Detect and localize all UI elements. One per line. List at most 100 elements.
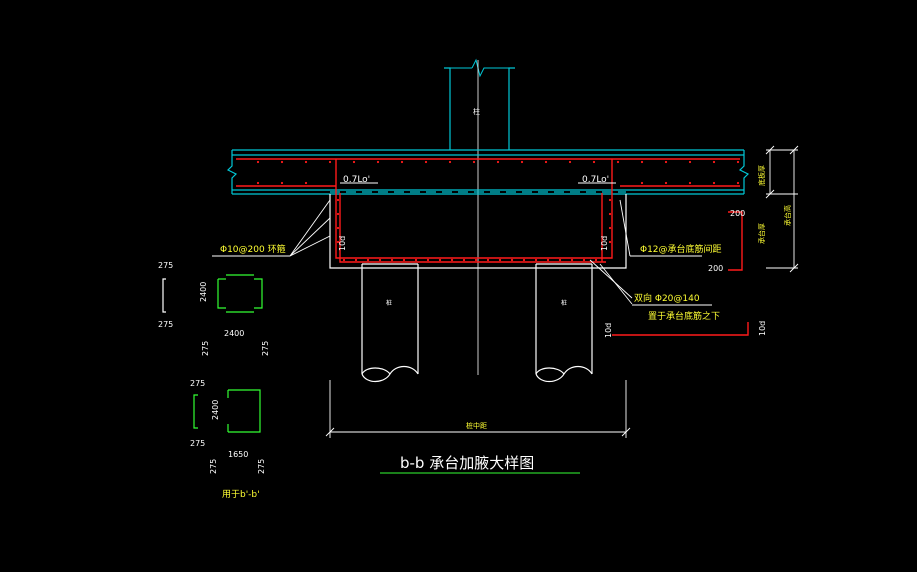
rebar-dot (496, 160, 500, 164)
rebar-dot (544, 160, 548, 164)
rebar-dot (426, 258, 430, 262)
rebar-dot (664, 181, 668, 185)
rebar-dot (594, 258, 598, 262)
rebar-dot (336, 226, 340, 230)
haunch-stirrup-label: Φ10@200 环箍 (220, 243, 286, 255)
rect-side-bottom-label: 275 (190, 439, 205, 448)
rebar-bottom-a-label: 双向 Φ20@140 (634, 292, 700, 304)
rebar-dot (462, 258, 466, 262)
rect-corner-left-label: 275 (209, 459, 218, 474)
ten-d-left-label: 10d (338, 236, 347, 251)
rebar-dot (336, 240, 340, 244)
rebar-dot (402, 258, 406, 262)
anchor-left-label: 0.7Lo' (343, 175, 370, 185)
rebar-dot (712, 160, 716, 164)
rebar-dot (376, 160, 380, 164)
rebar-dot (640, 181, 644, 185)
rebar-dot (608, 240, 612, 244)
sq-height-label: 2400 (199, 282, 208, 302)
rebar-dot (592, 160, 596, 164)
rebar-dot (736, 160, 740, 164)
rebar-dot (608, 212, 612, 216)
side-dim-3-label: 承台高 (783, 205, 792, 226)
ten-d-right-label: 10d (600, 236, 609, 251)
rect-width-label: 1650 (228, 450, 248, 459)
leader-lines (212, 182, 712, 306)
sq-side-bottom-label: 275 (158, 320, 173, 329)
rebar-dot (474, 258, 478, 262)
rebar-dot (582, 258, 586, 262)
sq-width-label: 2400 (224, 329, 244, 338)
rebar-dot (280, 160, 284, 164)
anchor-right-label: 0.7Lo' (582, 175, 609, 185)
rebar-dot (688, 181, 692, 185)
rebar-dot (390, 258, 394, 262)
column-mark-label: 柱 (473, 107, 480, 116)
rebar-dot (546, 258, 550, 262)
pile-left (361, 263, 419, 383)
rebar-dot (608, 226, 612, 230)
ten-d-tail2-label: 10d (758, 321, 767, 336)
rebar-dot (336, 212, 340, 216)
rebar-group (236, 158, 749, 336)
rebar-dot (558, 258, 562, 262)
rebar-dot (736, 181, 740, 185)
pile-left-label: 桩 (386, 299, 392, 307)
rebar-dot (498, 258, 502, 262)
sq-corner-right-label: 275 (261, 341, 270, 356)
rebar-bottom-b-label: 置于承台底筋之下 (648, 310, 720, 322)
slab (226, 149, 750, 195)
rebar-dot (520, 160, 524, 164)
sq-side-top-label: 275 (158, 261, 173, 270)
ten-d-tail1-label: 10d (604, 323, 613, 338)
rebar-dot (688, 160, 692, 164)
text-labels: 柱 0.7Lo' 0.7Lo' 10d 10d Φ10@200 环箍 Φ12@承… (158, 107, 792, 500)
rebar-dot (534, 258, 538, 262)
rebar-dot (522, 258, 526, 262)
rebar-dot (354, 258, 358, 262)
pile-cap (329, 194, 627, 269)
rebar-dot (472, 160, 476, 164)
pile-right (535, 263, 593, 383)
rebar-dot (640, 160, 644, 164)
rebar-dot (342, 258, 346, 262)
rebar-dot (256, 160, 260, 164)
drawing-title: b-b 承台加腋大样图 (400, 454, 534, 472)
rect-side-top-label: 275 (190, 379, 205, 388)
rebar-dot (336, 198, 340, 202)
rebar-dot (400, 160, 404, 164)
rebar-dot (712, 181, 716, 185)
stirrup-rect (193, 389, 261, 433)
rect-corner-right-label: 275 (257, 459, 266, 474)
side-dim-1-label: 底板厚 (757, 165, 766, 186)
rebar-dots (256, 160, 740, 262)
rebar-dot (510, 258, 514, 262)
pile-span-label: 桩中距 (466, 421, 487, 430)
rebar-dot (570, 258, 574, 262)
rebar-dot (328, 160, 332, 164)
rebar-dot (304, 181, 308, 185)
rebar-dot (378, 258, 382, 262)
usage-note-label: 用于b'-b' (222, 489, 260, 500)
rebar-dot (424, 160, 428, 164)
hook-top-label: 200 (730, 209, 745, 218)
rebar-dot (304, 160, 308, 164)
column (444, 58, 515, 375)
side-dim-2-label: 承台厚 (757, 223, 766, 244)
rebar-right-label: Φ12@承台底筋间距 (640, 243, 722, 255)
rect-height-label: 2400 (211, 400, 220, 420)
rebar-dot (366, 258, 370, 262)
pile-right-label: 桩 (561, 299, 567, 307)
hook-bottom-label: 200 (708, 264, 723, 273)
rebar-dot (664, 160, 668, 164)
rebar-dot (438, 258, 442, 262)
rebar-dot (256, 181, 260, 185)
rebar-dot (568, 160, 572, 164)
rebar-dot (450, 258, 454, 262)
rebar-dot (414, 258, 418, 262)
rebar-dot (280, 181, 284, 185)
rebar-dot (608, 198, 612, 202)
rebar-dot (448, 160, 452, 164)
